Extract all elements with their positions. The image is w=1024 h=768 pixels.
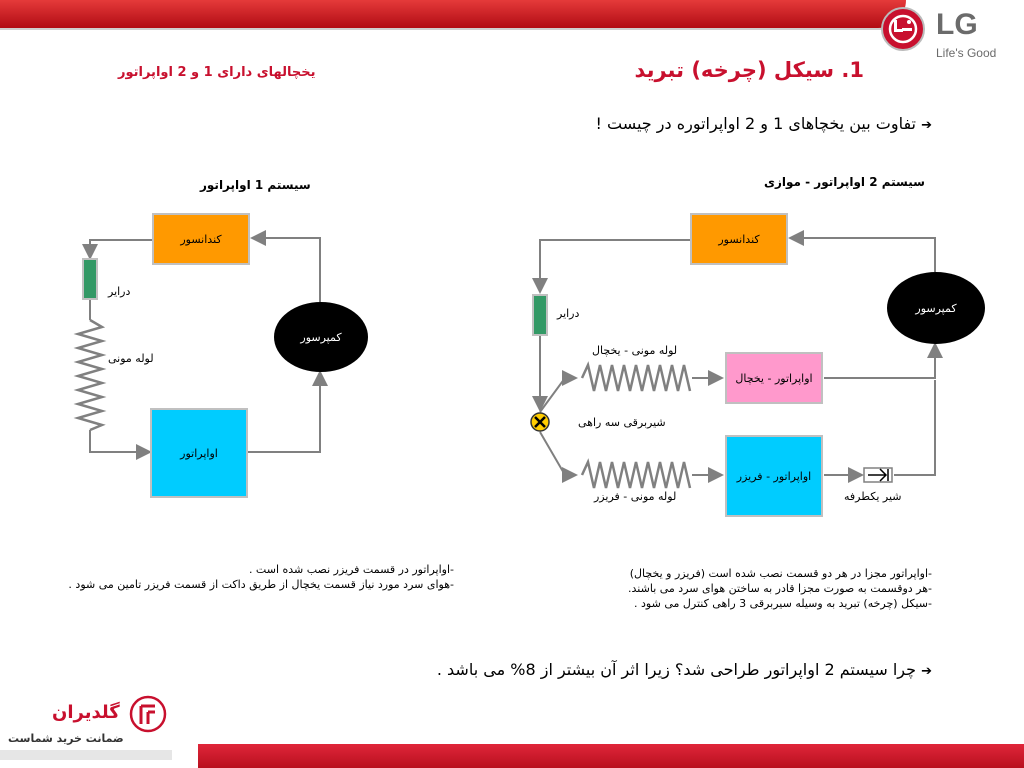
three-way-valve-label: شیربرقی سه راهی — [578, 416, 666, 429]
system1-note-2: -هوای سرد مورد نیاز قسمت یخچال از طریق د… — [68, 578, 454, 591]
system1-notes: -اواپراتور در قسمت فریزر نصب شده است . -… — [68, 562, 454, 592]
system1-condenser: کندانسور — [152, 213, 250, 265]
goldiran-emblem-icon — [0, 695, 172, 760]
pipe-s2-comp-cond — [788, 230, 936, 272]
system2-condenser: کندانسور — [690, 213, 788, 265]
lg-logo: LG Life's Good — [880, 4, 1010, 64]
pipe-s1-comp-cond — [250, 230, 321, 302]
pipe-s2-cond-dryer — [532, 239, 690, 294]
pipe-s2-valve-bottom — [539, 431, 578, 483]
capillary-fridge-label: لوله مونی - یخچال — [592, 344, 678, 357]
system1-capillary-label: لوله مونی — [108, 352, 154, 365]
pipe-s1-evap-comp — [248, 370, 328, 453]
system1-note-1: -اواپراتور در قسمت فریزر نصب شده است . — [248, 563, 454, 576]
bottom-red-bar — [198, 744, 1024, 768]
system1-evaporator: اواپراتور — [150, 408, 248, 498]
system2-compressor: کمپرسور — [887, 272, 985, 344]
goldiran-slogan: ضمانت خرید شماست — [8, 732, 124, 745]
evaporator-fridge: اواپراتور - یخچال — [725, 352, 823, 404]
pipe-s2-valve-top — [539, 370, 578, 413]
goldiran-logo: گلدیران ضمانت خرید شماست — [0, 688, 175, 760]
system2-note-2: -هر دوقسمت به صورت مجزا قادر به ساختن هو… — [628, 582, 932, 595]
system1-compressor: کمپرسور — [274, 302, 368, 372]
capillary-freezer-coil — [580, 458, 692, 489]
lg-wordmark: LG — [936, 8, 978, 41]
question-bottom: ➔ چرا سیستم 2 اواپراتور طراحی شد؟ زیرا ا… — [437, 660, 932, 679]
three-way-valve-icon — [530, 412, 550, 432]
evaporator-freezer: اواپراتور - فریزر — [725, 435, 823, 517]
system2-note-3: -سیکل (چرخه) تبرید به وسیله سیربرقی 3 را… — [634, 597, 932, 610]
top-divider — [0, 28, 890, 30]
system1-title: سیستم 1 اواپراتور — [200, 178, 311, 192]
capillary-fridge-coil — [580, 361, 692, 392]
system1-dryer — [82, 258, 98, 300]
lg-tagline: Life's Good — [936, 46, 997, 60]
goldiran-name: گلدیران — [52, 702, 120, 723]
check-valve-label: شیر یکطرفه — [844, 490, 902, 503]
question-top: ➔ تفاوت بین یخچاهای 1 و 2 اواپراتوره در … — [595, 114, 932, 133]
question-top-text: تفاوت بین یخچاهای 1 و 2 اواپراتوره در چی… — [595, 114, 916, 133]
system2-notes: -اواپراتور مجزا در هر دو قسمت نصب شده اس… — [628, 566, 932, 611]
check-valve-icon — [863, 467, 893, 483]
page-title: 1. سیکل (چرخه) تبرید — [634, 58, 864, 82]
system2-title: سیستم 2 اواپراتور - موازی — [764, 175, 925, 189]
capillary-s1-coil — [73, 318, 107, 432]
system1-dryer-label: درایر — [108, 285, 131, 298]
question-bottom-text: چرا سیستم 2 اواپراتور طراحی شد؟ زیرا اثر… — [436, 660, 916, 679]
system2-note-1: -اواپراتور مجزا در هر دو قسمت نصب شده اس… — [629, 567, 932, 580]
arrow-bullet-icon: ➔ — [921, 118, 932, 133]
lg-logo-icon — [881, 7, 925, 51]
system2-dryer-label: درایر — [557, 307, 580, 320]
capillary-freezer-label: لوله مونی - فریزر — [594, 490, 677, 503]
page-subtitle: یخچالهای دارای 1 و 2 اواپراتور — [118, 65, 316, 80]
pipe-s1-cap-evap — [89, 430, 152, 460]
system2-dryer — [532, 294, 548, 336]
arrow-bullet-icon: ➔ — [921, 664, 932, 679]
pipe-s1-cond-dryer — [82, 239, 152, 260]
pipe-s2-fridge-comp — [824, 342, 943, 379]
